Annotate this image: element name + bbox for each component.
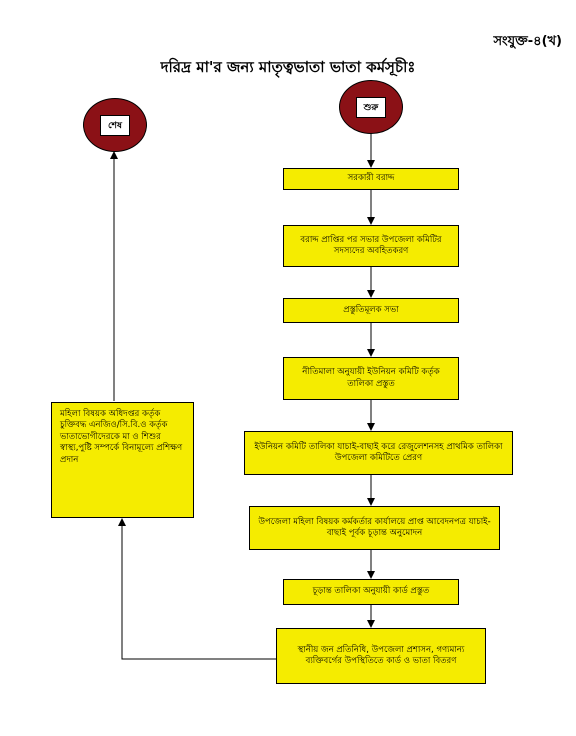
page-title: দরিদ্র মা'র জন্য মাতৃত্বভাতা ভাতা কর্মসূ…: [160, 58, 416, 76]
annex-label: সংযুক্ত-৪(খ): [493, 34, 562, 49]
step-distribution: স্থানীয় জন প্রতিনিধি, উপজেলা প্রশাসন, গ…: [276, 628, 486, 684]
step-inform-committee: বরাদ্দ প্রাপ্তির পর সভার উপজেলা কমিটির স…: [283, 225, 459, 267]
end-label: শেষ: [100, 114, 130, 136]
step-card-preparation: চূড়ান্ত তালিকা অনুযায়ী কার্ড প্রস্তুত: [283, 579, 459, 605]
step-union-verification: ইউনিয়ন কমিটি তালিকা যাচাই-বাছাই করে রেজ…: [244, 431, 513, 475]
step-government-allocation: সরকারী বরাদ্দ: [283, 168, 459, 190]
step-union-list: নীতিমালা অনুযায়ী ইউনিয়ন কমিটি কর্তৃক ত…: [283, 357, 459, 400]
training-box: মহিলা বিষয়ক অধিদপ্তর কর্তৃক চুক্তিবদ্ধ …: [51, 402, 194, 518]
start-node: শুরু: [339, 80, 403, 134]
step-preparatory-meeting: প্রস্তুতিমূলক সভা: [283, 298, 459, 323]
end-node: শেষ: [83, 98, 147, 152]
start-label: শুরু: [355, 96, 387, 118]
arrow-step8-training: [118, 518, 276, 660]
step-upazila-approval: উপজেলা মহিলা বিষয়ক কর্মকর্তার কার্যালয়…: [249, 506, 500, 550]
